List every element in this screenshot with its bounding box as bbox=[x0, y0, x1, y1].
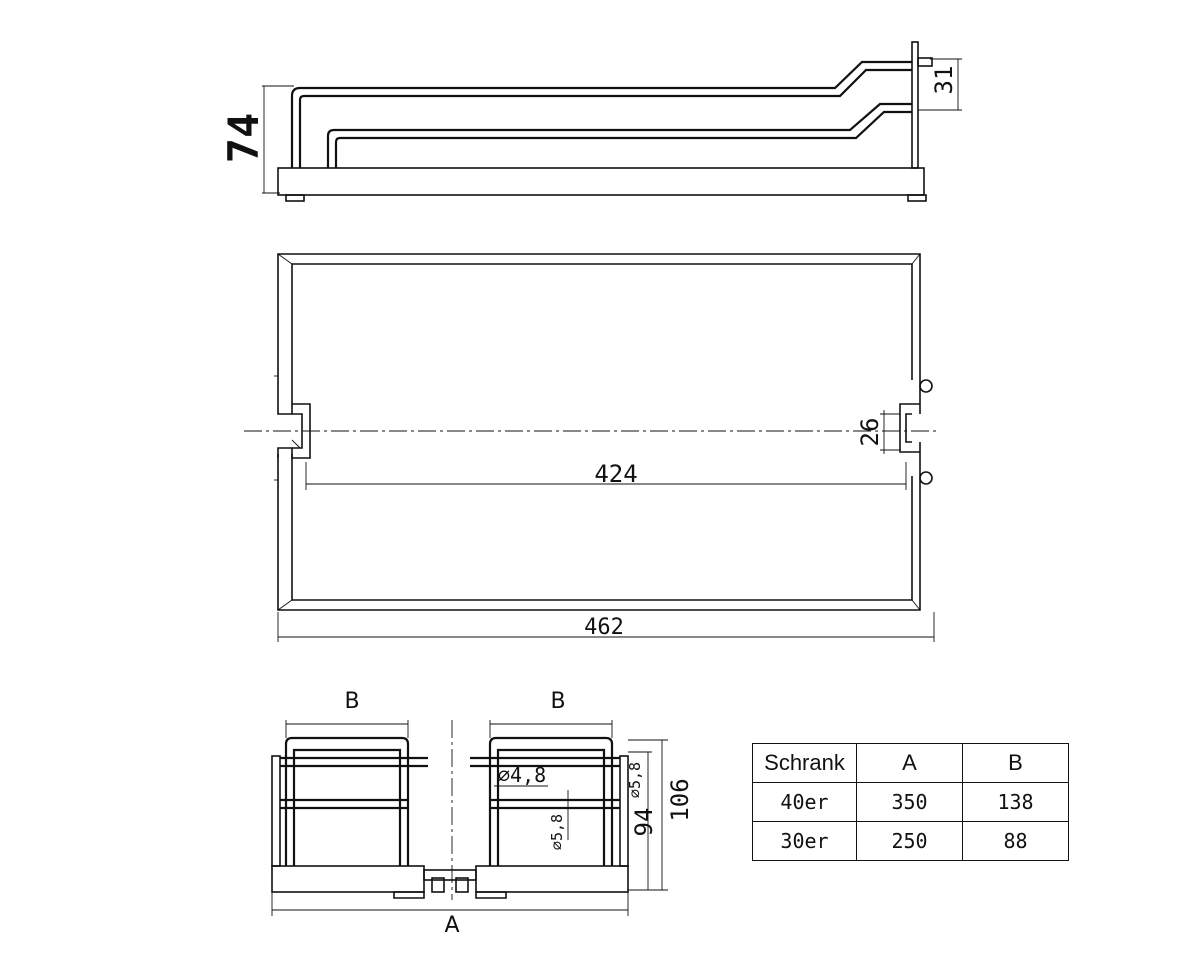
table-header-cell: Schrank bbox=[752, 743, 857, 783]
width-b-right-label: B bbox=[550, 689, 565, 714]
top-view: 26 424 462 bbox=[244, 253, 940, 642]
dim-424-text: 424 bbox=[594, 460, 637, 488]
table-cell: 40er bbox=[752, 782, 857, 822]
table-cell: 30er bbox=[752, 821, 857, 861]
table-header-cell: B bbox=[962, 743, 1069, 783]
dim-74-text: 74 bbox=[219, 113, 268, 164]
hole-diameter-3-text: ⌀5,8 bbox=[626, 762, 644, 798]
side-view: 74 31 bbox=[219, 41, 962, 202]
table-header-cell: A bbox=[856, 743, 963, 783]
table-header-row: Schrank A B bbox=[752, 743, 1069, 783]
dim-26-text: 26 bbox=[856, 418, 884, 447]
dim-31-text: 31 bbox=[930, 66, 958, 95]
dim-106-text: 106 bbox=[666, 778, 694, 821]
table-cell: 350 bbox=[856, 782, 963, 822]
table-row: 30er 250 88 bbox=[752, 821, 1069, 861]
dimension-table: Schrank A B 40er 350 138 30er 250 88 bbox=[752, 743, 1069, 861]
dim-462-text: 462 bbox=[584, 615, 624, 640]
table-row: 40er 350 138 bbox=[752, 782, 1069, 822]
width-a-label: A bbox=[444, 913, 459, 938]
hole-diameter-2-text: ⌀5,8 bbox=[548, 814, 566, 850]
table-cell: 138 bbox=[962, 782, 1069, 822]
dim-94-text: 94 bbox=[630, 808, 658, 837]
front-view: B B A 106 94 ⌀4,8 ⌀5,8 ⌀5,8 bbox=[271, 689, 694, 938]
table-cell: 250 bbox=[856, 821, 963, 861]
table-cell: 88 bbox=[962, 821, 1069, 861]
width-b-left-label: B bbox=[344, 689, 359, 714]
hole-diameter-1-text: ⌀4,8 bbox=[498, 763, 546, 787]
